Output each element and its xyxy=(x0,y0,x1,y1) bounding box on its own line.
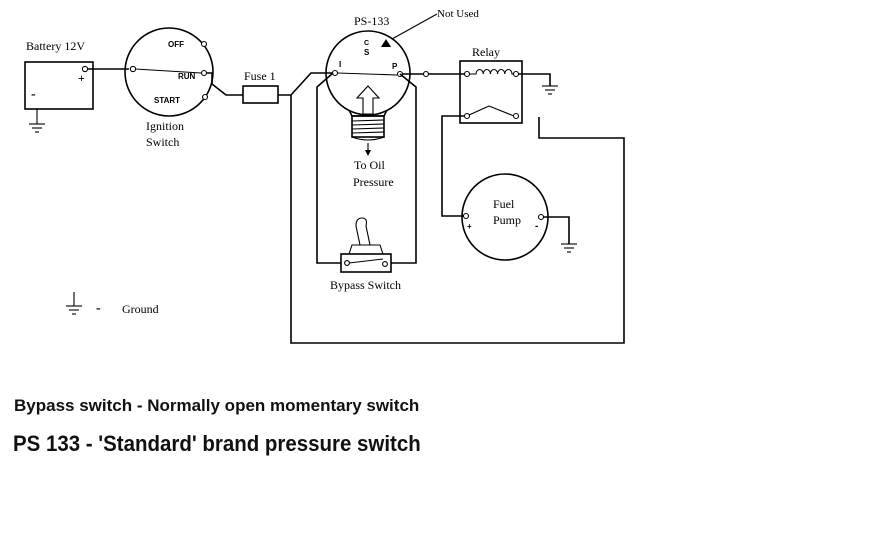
relay-ground-icon xyxy=(542,85,558,95)
ps133-contact xyxy=(336,72,398,76)
ignition-label-line1: Ignition xyxy=(146,119,184,133)
ignition-start-label: START xyxy=(154,96,180,105)
ps133-p-label: P xyxy=(392,62,398,71)
wire-relay-pump xyxy=(441,115,465,217)
relay-contact-arm xyxy=(468,105,490,116)
ps133-i-label: I xyxy=(339,60,341,69)
ground-legend: - Ground xyxy=(66,292,159,316)
fuel-pump: Fuel Pump + - xyxy=(461,173,549,261)
battery-plus-sign: + xyxy=(78,71,85,85)
to-oil-label-line1: To Oil xyxy=(354,158,385,172)
pump-ground-icon xyxy=(561,243,577,253)
ignition-off-terminal xyxy=(200,40,208,48)
fuel-pump-terminal-positive xyxy=(462,212,470,220)
ps133-body xyxy=(325,30,411,116)
oil-pressure-arrow-icon xyxy=(365,150,371,156)
ps133-not-used-triangle-icon xyxy=(381,39,391,47)
battery-minus-sign: - xyxy=(31,87,36,102)
ps133-pressure-switch: PS-133 C S I P xyxy=(325,14,411,141)
fuel-pump-terminal-negative xyxy=(537,213,545,221)
relay-coil-icon xyxy=(470,68,513,75)
bypass-switch-label: Bypass Switch xyxy=(330,278,401,292)
ignition-contact-arm xyxy=(134,68,202,74)
ps133-terminal-i xyxy=(331,69,339,77)
battery-positive-terminal xyxy=(81,65,89,73)
legend-ground-icon xyxy=(66,292,82,315)
not-used-leader-line xyxy=(391,13,438,40)
ignition-switch: OFF RUN START Ignition Switch xyxy=(124,27,214,149)
ps133-c-label: C xyxy=(364,40,369,47)
relay-contact-arm-2 xyxy=(488,105,515,117)
battery-ground-icon xyxy=(29,109,45,133)
battery: Battery 12V + - xyxy=(24,39,94,133)
bypass-contact xyxy=(348,258,384,264)
wire-power-bus-loop xyxy=(290,95,625,344)
ignition-label-line2: Switch xyxy=(146,135,179,149)
wire-bypass-left xyxy=(316,72,341,264)
fuse: Fuse 1 xyxy=(242,69,279,104)
to-oil-label-line2: Pressure xyxy=(353,175,394,189)
fuel-pump-label-line1: Fuel xyxy=(493,197,515,211)
fuel-pump-plus-sign: + xyxy=(467,222,472,231)
battery-box xyxy=(24,61,94,110)
wire-pump-ground xyxy=(543,216,570,244)
not-used-label: Not Used xyxy=(437,8,479,20)
relay-label: Relay xyxy=(472,45,500,59)
relay-contact-terminal-2 xyxy=(512,112,520,120)
battery-label: Battery 12V xyxy=(26,39,85,53)
ignition-start-terminal xyxy=(201,93,209,101)
note-ps133: PS 133 - 'Standard' brand pressure switc… xyxy=(13,431,421,456)
legend-ground-label: Ground xyxy=(122,302,159,316)
bypass-terminal-left xyxy=(344,260,350,266)
relay: Relay xyxy=(459,45,523,124)
ps133-label: PS-133 xyxy=(354,14,389,28)
ignition-switch-body xyxy=(124,27,214,117)
bypass-switch-base xyxy=(348,244,384,255)
ps133-s-label: S xyxy=(364,48,370,57)
ignition-run-terminal xyxy=(200,69,208,77)
ignition-run-label: RUN xyxy=(178,72,196,81)
bypass-toggle-lever-icon xyxy=(355,217,371,246)
ps133-pressure-arrow-icon xyxy=(355,85,381,115)
relay-coil-terminal-1 xyxy=(463,70,471,78)
wire-relay-ground xyxy=(519,73,551,86)
wire-ignition-fuse xyxy=(207,72,243,96)
relay-body xyxy=(459,60,523,124)
wire-bypass-right xyxy=(391,73,417,264)
relay-contact-terminal-1 xyxy=(463,112,471,120)
note-bypass-switch: Bypass switch - Normally open momentary … xyxy=(14,396,420,415)
wire-fuse-ps133 xyxy=(278,72,333,96)
fuel-pump-minus-sign: - xyxy=(535,221,538,232)
ps133-thread xyxy=(351,115,385,141)
fuse-label: Fuse 1 xyxy=(244,69,276,83)
bypass-terminal-right xyxy=(382,261,388,267)
junction-ps133-relay xyxy=(422,70,430,78)
bypass-switch: Bypass Switch xyxy=(330,217,401,292)
fuse-body xyxy=(242,85,279,104)
fuel-pump-label-line2: Pump xyxy=(493,213,521,227)
bypass-switch-body xyxy=(340,253,392,273)
relay-coil-terminal-2 xyxy=(512,70,520,78)
legend-minus-sign: - xyxy=(96,301,101,316)
ignition-off-label: OFF xyxy=(168,40,184,49)
ignition-input-terminal xyxy=(129,65,137,73)
